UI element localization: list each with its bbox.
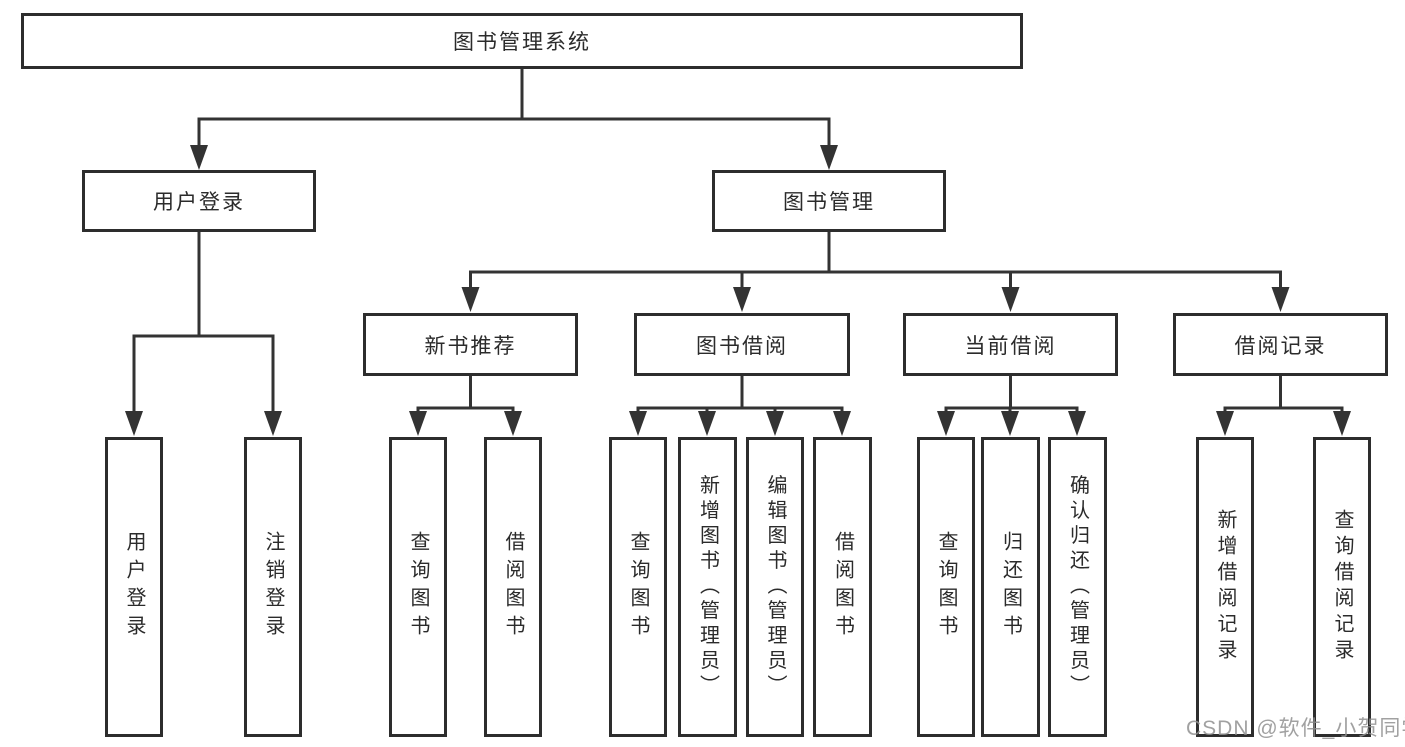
node-book-mgmt: 图书管理 (712, 170, 946, 232)
leaf-label: 查询图书 (407, 531, 429, 643)
node-new-book-rec: 新书推荐 (363, 313, 578, 376)
leaf-label: 归还图书 (999, 531, 1022, 643)
leaf-label: 用户登录 (123, 531, 145, 643)
leaf-current-query-book: 查询图书 (917, 437, 975, 737)
leaf-borrow-add-book-admin: 新增图书（管理员） (678, 437, 737, 737)
leaf-record-query: 查询借阅记录 (1313, 437, 1371, 737)
leaf-current-return-book: 归还图书 (981, 437, 1040, 737)
node-book-borrow: 图书借阅 (634, 313, 850, 376)
leaf-record-add: 新增借阅记录 (1196, 437, 1254, 737)
leaf-label: 新增借阅记录 (1214, 509, 1236, 665)
leaf-user-login: 用户登录 (105, 437, 163, 737)
leaf-logout: 注销登录 (244, 437, 302, 737)
leaf-label: 新增图书（管理员） (696, 474, 719, 700)
leaf-label: 查询借阅记录 (1331, 509, 1353, 665)
leaf-newrec-query-book: 查询图书 (389, 437, 447, 737)
leaf-label: 注销登录 (262, 531, 284, 643)
leaf-newrec-borrow-book: 借阅图书 (484, 437, 542, 737)
leaf-borrow-borrow-book: 借阅图书 (813, 437, 872, 737)
node-user-login: 用户登录 (82, 170, 316, 232)
leaf-borrow-query-book: 查询图书 (609, 437, 667, 737)
leaf-current-confirm-return-admin: 确认归还（管理员） (1048, 437, 1107, 737)
leaf-label: 借阅图书 (831, 531, 854, 643)
node-current-borrow: 当前借阅 (903, 313, 1118, 376)
leaf-label: 确认归还（管理员） (1066, 474, 1089, 700)
leaf-label: 查询图书 (935, 531, 957, 643)
watermark: CSDN @软件_小贺同学 (1186, 717, 1405, 740)
node-root: 图书管理系统 (21, 13, 1023, 69)
node-borrow-record: 借阅记录 (1173, 313, 1388, 376)
leaf-borrow-edit-book-admin: 编辑图书（管理员） (746, 437, 804, 737)
leaf-label: 编辑图书（管理员） (764, 474, 786, 700)
leaf-label: 借阅图书 (502, 531, 524, 643)
leaf-label: 查询图书 (627, 531, 649, 643)
